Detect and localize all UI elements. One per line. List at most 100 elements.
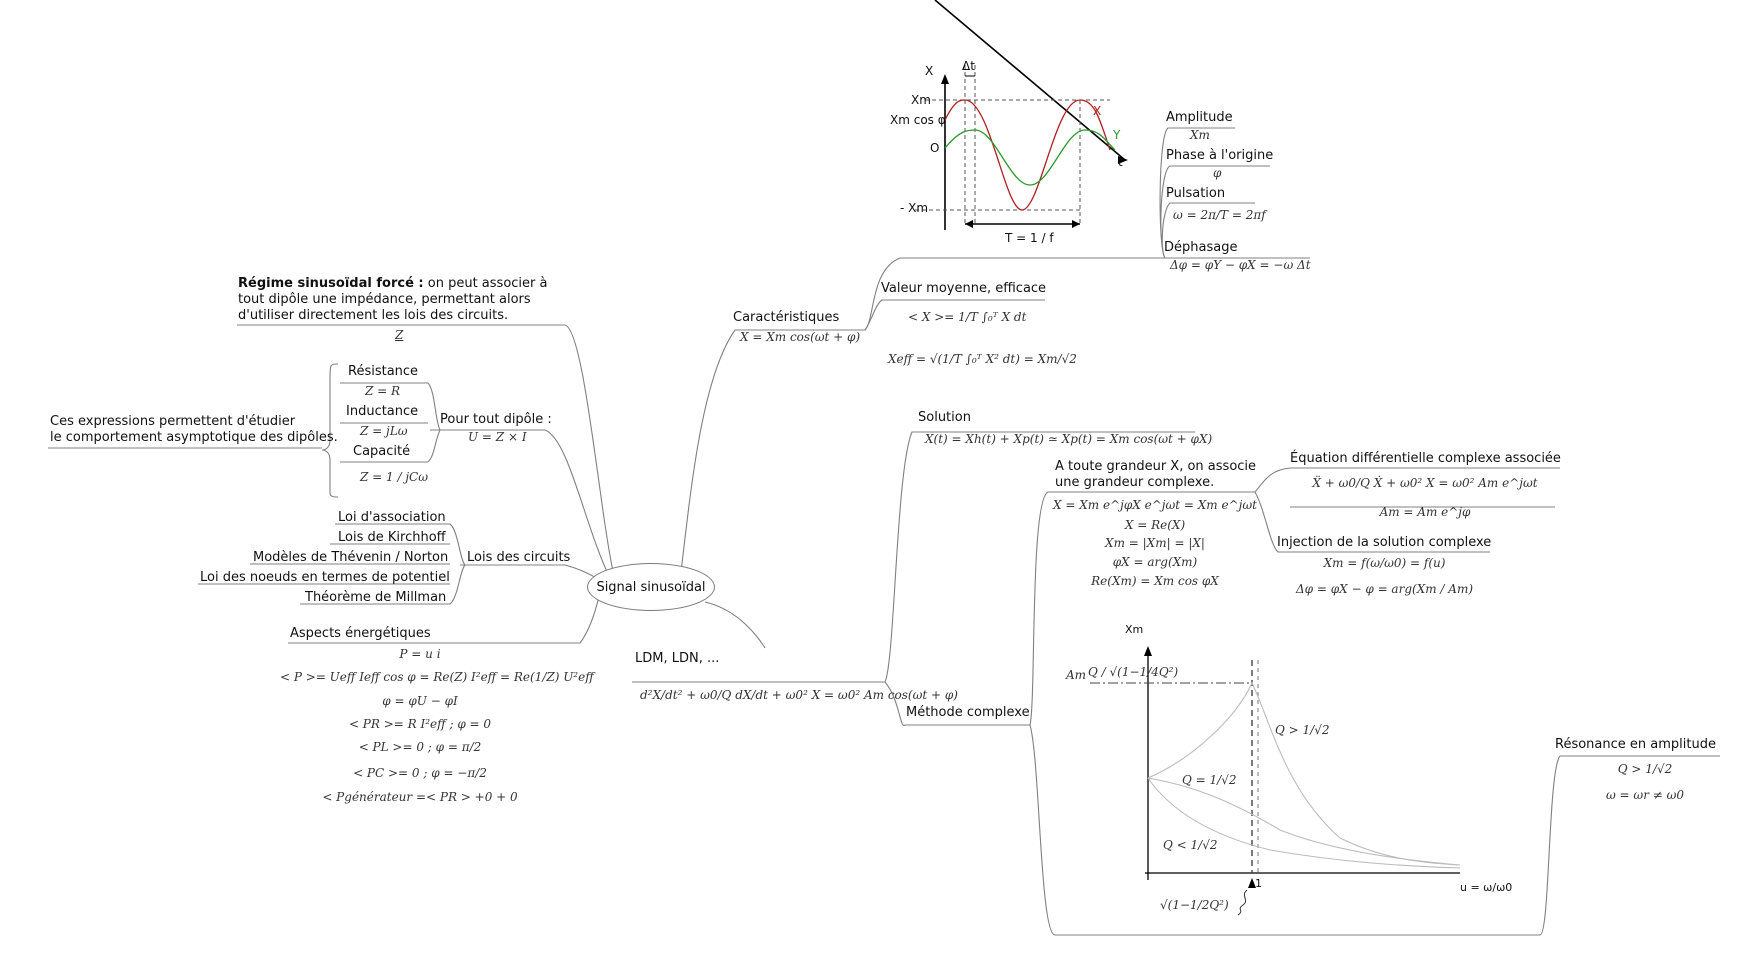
carac-item-amplitude: Amplitude (1166, 110, 1233, 125)
lois-item-millman: Théorème de Millman (305, 590, 447, 605)
link-assoc (1029, 491, 1255, 726)
g1-period-label: T = 1 / f (1005, 231, 1054, 245)
dipole-item-inductance-formula: Z = jLω (360, 424, 408, 438)
root-label: Signal sinusoïdal (596, 579, 706, 595)
ldm-formula: d²X/dt² + ω0/Q dX/dt + ω0² X = ω0² Am co… (640, 688, 958, 702)
energie-formula-5: < PC >= 0 ; φ = −π/2 (353, 766, 487, 780)
sinusoid-graph (915, 0, 1128, 230)
branch-ldm (704, 601, 766, 649)
energie-formula-4: < PL >= 0 ; φ = π/2 (358, 740, 482, 754)
link-carac-items (1159, 127, 1270, 259)
regime-formula: Z (395, 328, 404, 342)
g2-am-label: Am (1066, 668, 1087, 682)
lois-item-kirchhoff: Lois de Kirchhoff (338, 530, 446, 545)
eq-formula-1: Ẍ + ω0/Q Ẋ + ω0² X = ω0² Am e^jωt (1312, 476, 1538, 490)
g1-xmcos-label: Xm cos φ (890, 113, 946, 127)
branch-dipole (430, 429, 613, 583)
g1-dt-label: Δt (962, 59, 975, 73)
link-resonance (1029, 724, 1720, 936)
regime-text: on peut associer à tout dipôle une impéd… (238, 276, 548, 323)
lois-label: Lois des circuits (467, 550, 571, 565)
link-moy (864, 299, 1045, 331)
regime-title: Régime sinusoïdal forcé : (238, 276, 424, 291)
carac-item-pulsation: Pulsation (1166, 186, 1226, 201)
g1-y-curve-label: Y (1113, 128, 1121, 142)
assoc-formula-2: Xm = |Xm| = |X| (1105, 536, 1205, 550)
regime-description: Régime sinusoïdal forcé : on peut associ… (238, 276, 568, 324)
dipole-item-resistance: Résistance (348, 364, 419, 379)
solution-formula: X(t) = Xh(t) + Xp(t) ≃ Xp(t) = Xm cos(ωt… (925, 432, 1213, 446)
lois-item-association: Loi d'association (338, 510, 446, 525)
root-node[interactable]: Signal sinusoïdal (587, 563, 715, 611)
resonance-formula-1: Q > 1/√2 (1617, 762, 1673, 776)
eff-formula: Xeff = √(1/T ∫₀ᵀ X² dt) = Xm/√2 (888, 352, 1077, 366)
assoc-formula-0: X = Xm e^jφX e^jωt = Xm e^jωt (1053, 498, 1257, 512)
dipole-item-inductance: Inductance (346, 404, 419, 419)
link-lois-items (198, 523, 450, 605)
inj-label: Injection de la solution complexe (1277, 535, 1492, 550)
g1-neg-xm-label: - Xm (900, 201, 929, 215)
branch-regime (237, 324, 616, 581)
ldm-label: LDM, LDN, ... (635, 651, 720, 666)
link-methode (884, 681, 1030, 726)
resonance-label: Résonance en amplitude (1555, 737, 1716, 752)
moy-formula: < X >= 1/T ∫₀ᵀ X dt (908, 310, 1027, 324)
assoc-formula-1: X = Re(X) (1124, 518, 1186, 532)
link-dipole-items (340, 382, 441, 463)
energie-formula-3: < PR >= R I²eff ; φ = 0 (348, 717, 492, 731)
dipole-label: Pour tout dipôle : (440, 412, 552, 427)
eq-formula-2: Am = Am e^jφ (1379, 505, 1471, 519)
dipole-note-line1: Ces expressions permettent d'étudier (50, 414, 296, 429)
methode-label: Méthode complexe (906, 705, 1030, 720)
solution-label: Solution (918, 410, 971, 425)
g2-peak-label: Q / √(1−1/4Q²) (1088, 665, 1179, 679)
energie-formula-1: < P >= Ueff Ieff cos φ = Re(Z) I²eff = R… (280, 670, 594, 684)
g1-origin-label: O (930, 141, 940, 155)
assoc-formula-4: Re(Xm) = Xm cos φX (1091, 574, 1219, 588)
eq-label: Équation différentielle complexe associé… (1290, 451, 1561, 466)
g1-x-curve-label: X (1093, 104, 1102, 118)
carac-formula: X = Xm cos(ωt + φ) (740, 330, 861, 344)
resonance-formula-2: ω = ωr ≠ ω0 (1605, 788, 1685, 802)
inj-formula-2: Δφ = φX − φ = arg(Xm / Am) (1295, 582, 1474, 596)
carac-item-dephasage-formula: Δφ = φY − φX = −ω Δt (1170, 258, 1311, 272)
note-bracket (321, 363, 339, 498)
carac-label: Caractéristiques (733, 310, 840, 325)
dipole-note-line2: le comportement asymptotique des dipôles… (50, 430, 338, 445)
link-eq-inj (1254, 467, 1560, 553)
g2-q-lt-label: Q < 1/√2 (1163, 838, 1218, 852)
g2-root-label: √(1−1/2Q²) (1160, 898, 1229, 912)
g2-y-label: Xm (1125, 623, 1144, 636)
carac-item-phase-formula: φ (1213, 166, 1222, 180)
carac-item-pulsation-formula: ω = 2π/T = 2πf (1173, 208, 1266, 222)
assoc-line2: une grandeur complexe. (1055, 475, 1215, 490)
dipole-formula: U = Z × I (468, 430, 527, 444)
g1-t-label: t (1118, 155, 1123, 169)
assoc-line1: A toute grandeur X, on associe (1055, 459, 1257, 474)
inj-formula-1: Xm = f(ω/ω0) = f(u) (1323, 556, 1446, 570)
g1-x-axis-label: X (925, 64, 934, 78)
dipole-item-capacite: Capacité (353, 444, 411, 459)
g2-u-label: u = ω/ω0 (1460, 881, 1513, 894)
carac-item-dephasage: Déphasage (1164, 240, 1238, 255)
g2-one-label: 1 (1255, 877, 1262, 890)
branch-carac (679, 257, 1310, 581)
lois-item-noeuds: Loi des noeuds en termes de potentiel (200, 570, 450, 585)
carac-item-amplitude-formula: Xm (1190, 128, 1210, 142)
link-lois-merge (449, 523, 466, 605)
dipole-item-capacite-formula: Z = 1 / jCω (360, 470, 429, 484)
g2-q-eq-label: Q = 1/√2 (1182, 773, 1237, 787)
dipole-item-resistance-formula: Z = R (365, 384, 401, 398)
lois-item-thevenin: Modèles de Thévenin / Norton (253, 550, 449, 565)
energie-formula-2: φ = φU − φI (382, 694, 458, 708)
assoc-formula-3: φX = arg(Xm) (1112, 555, 1198, 569)
g2-q-gt-label: Q > 1/√2 (1275, 723, 1330, 737)
energie-label: Aspects énergétiques (290, 626, 431, 641)
energie-formula-0: P = u i (399, 647, 441, 661)
g1-xm-label: Xm (911, 93, 931, 107)
moy-label: Valeur moyenne, efficace (881, 281, 1047, 296)
link-solution (884, 431, 1195, 683)
carac-item-phase: Phase à l'origine (1166, 148, 1274, 163)
resonance-graph (1090, 646, 1461, 916)
